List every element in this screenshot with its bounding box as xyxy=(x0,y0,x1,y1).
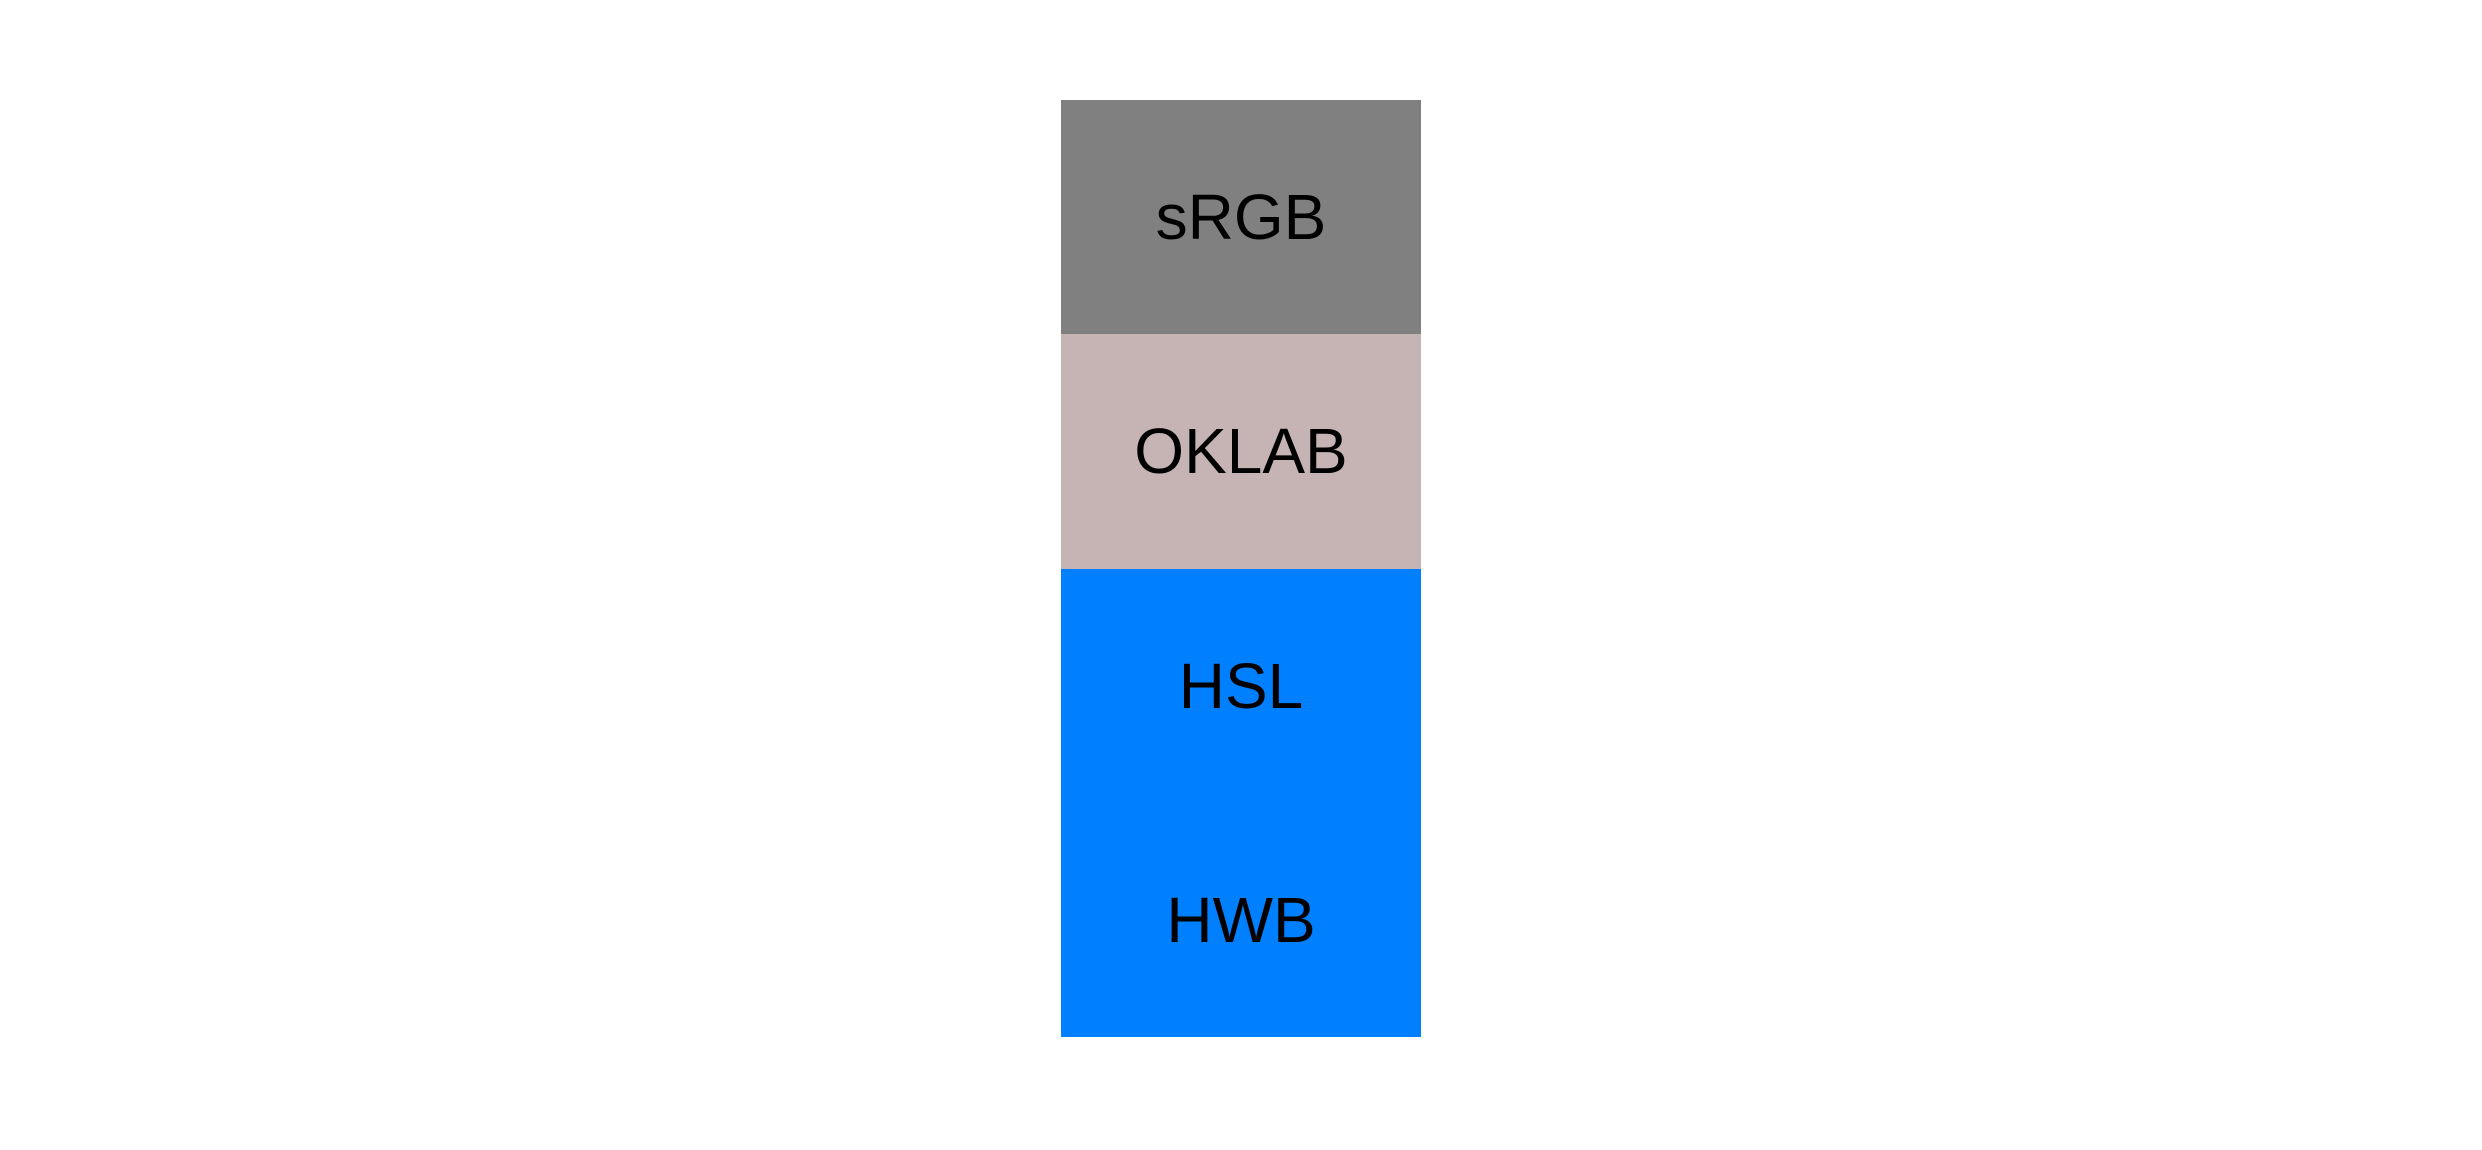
swatch-label-hsl: HSL xyxy=(1178,649,1304,722)
swatch-label-oklab: OKLAB xyxy=(1134,415,1348,488)
swatch-label-srgb: sRGB xyxy=(1155,181,1327,254)
swatch-srgb: sRGB xyxy=(1061,100,1421,335)
swatch-hsl: HSL xyxy=(1061,568,1421,803)
swatch-hwb: HWB xyxy=(1061,802,1421,1037)
swatch-oklab: OKLAB xyxy=(1061,334,1421,569)
color-swatch-stack: sRGB OKLAB HSL HWB xyxy=(1061,100,1421,1037)
swatch-label-hwb: HWB xyxy=(1166,883,1316,956)
